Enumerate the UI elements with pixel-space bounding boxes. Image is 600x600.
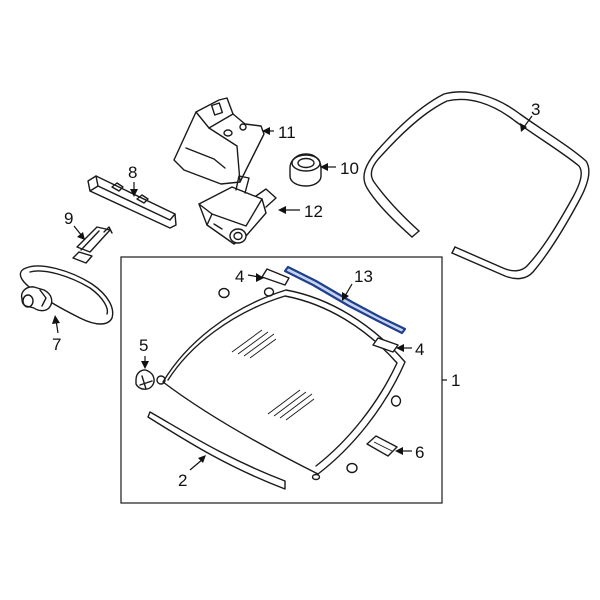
callout-1: 1 xyxy=(451,371,460,390)
callout-8: 8 xyxy=(128,163,137,182)
spacer-upper[interactable] xyxy=(261,268,290,286)
callout-13: 13 xyxy=(354,267,373,286)
callout-9: 9 xyxy=(64,209,73,228)
callout-7: 7 xyxy=(52,335,61,354)
small-bracket[interactable] xyxy=(72,226,113,264)
windshield-top-molding[interactable] xyxy=(283,265,407,335)
clip[interactable] xyxy=(135,369,155,390)
spacer-right[interactable] xyxy=(372,337,399,353)
callout-4-right: 4 xyxy=(415,340,424,359)
callout-2: 2 xyxy=(178,471,187,490)
callout-5: 5 xyxy=(139,336,148,355)
rearview-mirror[interactable] xyxy=(19,265,114,325)
windshield-glass[interactable] xyxy=(156,287,406,481)
lower-molding-strip[interactable] xyxy=(147,411,286,490)
sensor-bracket[interactable] xyxy=(173,97,265,185)
callout-11: 11 xyxy=(278,123,296,142)
callout-6: 6 xyxy=(415,443,424,462)
pad[interactable] xyxy=(366,435,398,457)
weatherstrip[interactable] xyxy=(363,91,590,280)
callout-4-upper: 4 xyxy=(235,267,244,286)
camera-module[interactable] xyxy=(198,175,277,245)
leader-lines xyxy=(52,115,533,471)
callout-3: 3 xyxy=(531,100,540,119)
callout-10: 10 xyxy=(340,159,359,178)
windshield-group-box xyxy=(120,256,443,504)
callout-12: 12 xyxy=(304,202,323,221)
sensor[interactable] xyxy=(289,153,322,187)
bracket-cover[interactable] xyxy=(87,175,177,229)
